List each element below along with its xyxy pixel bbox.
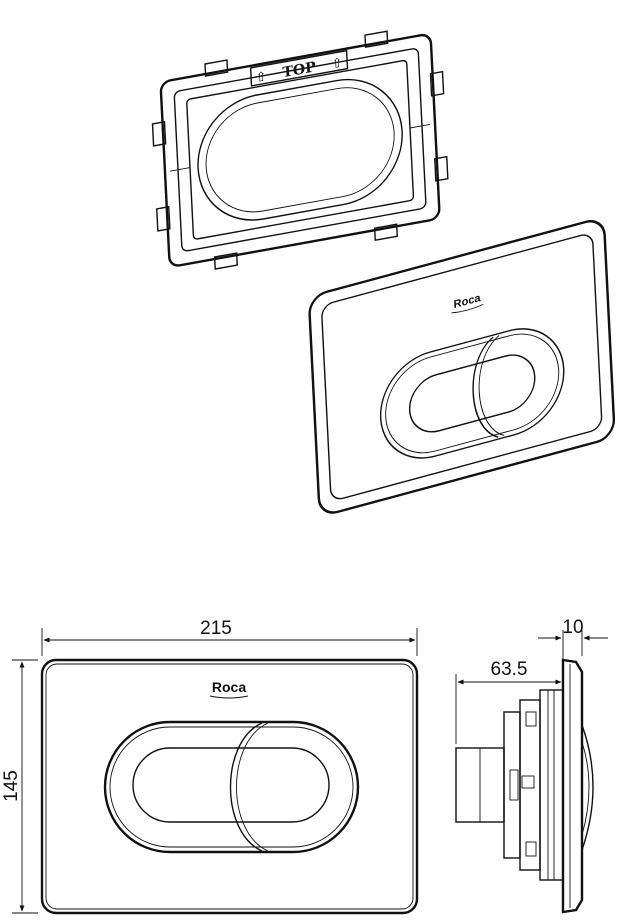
front-brand-logo: Roca: [212, 679, 246, 695]
flush-plate-iso: Roca: [308, 220, 616, 514]
depth-dimension-label: 63.5: [491, 659, 528, 680]
mounting-frame: TOP ⇧ ⇧: [151, 30, 449, 270]
width-dimension-label: 215: [200, 618, 232, 639]
front-view: Roca 215 145: [1, 618, 419, 915]
side-view: 63.5 10: [455, 617, 608, 914]
plate-brand-logo: Roca: [453, 292, 481, 311]
height-dimension-label: 145: [1, 770, 22, 802]
frame-top-label: TOP: [282, 59, 316, 81]
up-arrow-icon: ⇧: [331, 56, 343, 73]
thickness-dimension-label: 10: [562, 617, 583, 638]
up-arrow-icon: ⇧: [255, 69, 267, 86]
